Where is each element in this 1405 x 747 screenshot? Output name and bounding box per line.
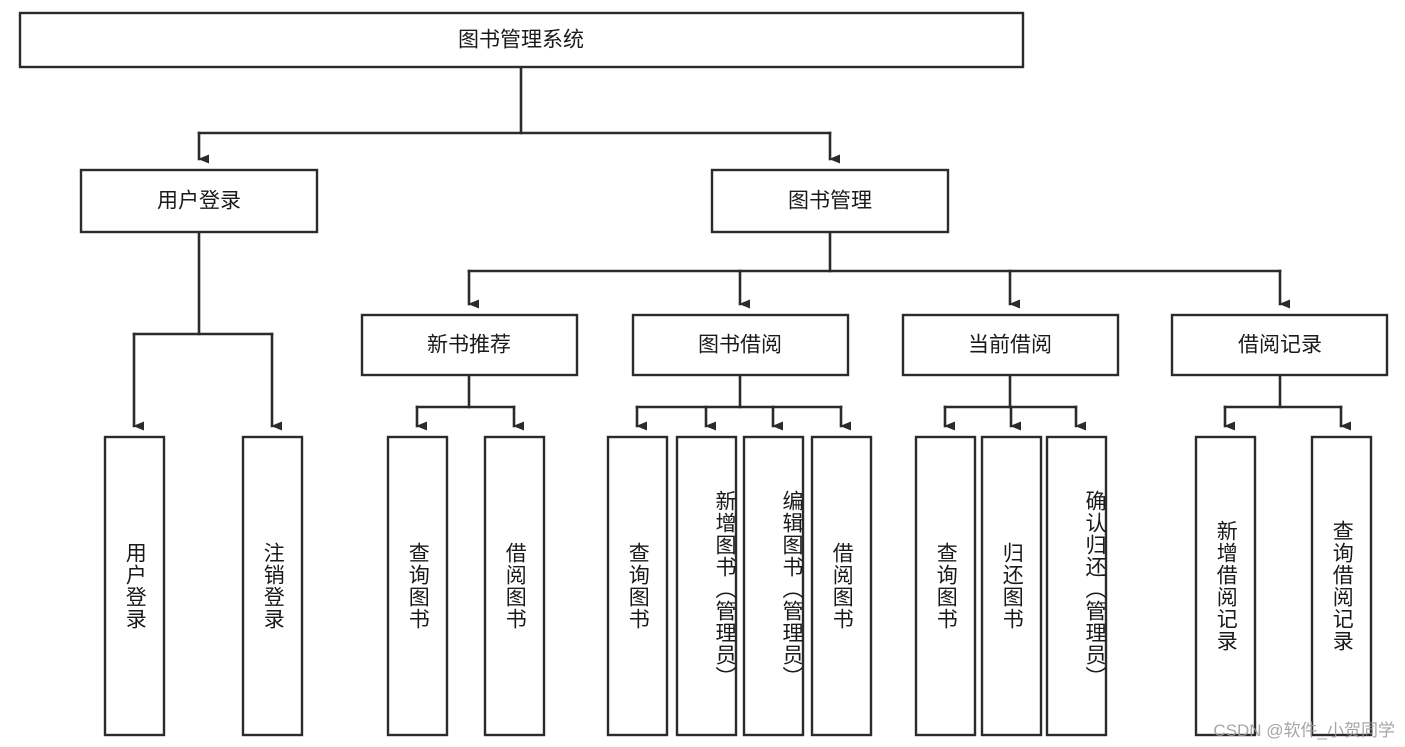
leaf-query-book-3-rect[interactable] xyxy=(914,435,977,737)
connector-group-root xyxy=(197,65,840,164)
leaf-borrow-book-2-rect[interactable] xyxy=(810,435,873,737)
leaf-query-record-rect[interactable] xyxy=(1310,435,1373,737)
node-book-manage-label: 图书管理 xyxy=(788,190,872,213)
leaf-add-book-rect[interactable] xyxy=(675,435,738,737)
leaf-rects-new-book-rec xyxy=(386,435,546,737)
node-book-borrow[interactable]: 图书借阅 xyxy=(631,313,850,377)
node-borrow-record-label: 借阅记录 xyxy=(1238,334,1322,357)
node-new-book-rec-label: 新书推荐 xyxy=(427,334,511,357)
node-root[interactable]: 图书管理系统 xyxy=(18,11,1025,69)
node-current-borrow-rect[interactable] xyxy=(901,313,1120,377)
node-book-manage[interactable]: 图书管理 xyxy=(710,168,950,234)
watermark-text: CSDN @软件_小贺同学 xyxy=(1213,721,1395,740)
connector-group-book-manage xyxy=(467,230,1290,309)
leaf-user-logout-rect[interactable] xyxy=(241,435,304,737)
node-user-login[interactable]: 用户登录 xyxy=(79,168,319,234)
node-book-borrow-label: 图书借阅 xyxy=(698,334,782,357)
node-root-rect[interactable] xyxy=(18,11,1025,69)
node-current-borrow[interactable]: 当前借阅 xyxy=(901,313,1120,377)
leaf-query-book-1-rect[interactable] xyxy=(386,435,449,737)
node-current-borrow-label: 当前借阅 xyxy=(968,334,1052,357)
leaf-user-login-rect[interactable] xyxy=(103,435,166,737)
node-new-book-rec[interactable]: 新书推荐 xyxy=(360,313,579,377)
node-book-borrow-rect[interactable] xyxy=(631,313,850,377)
leaf-borrow-book-1-rect[interactable] xyxy=(483,435,546,737)
leaf-rects-book-borrow xyxy=(606,435,873,737)
leaf-query-book-2-rect[interactable] xyxy=(606,435,669,737)
leaf-confirm-return-rect[interactable] xyxy=(1045,435,1108,737)
node-user-login-rect[interactable] xyxy=(79,168,319,234)
leaf-rects-borrow-record xyxy=(1194,435,1373,737)
connector-group-user-login xyxy=(132,230,282,431)
connector-group-book-borrow xyxy=(635,373,851,431)
node-borrow-record-rect[interactable] xyxy=(1170,313,1389,377)
node-user-login-label: 用户登录 xyxy=(157,190,241,213)
leaf-rects-current-borrow xyxy=(914,435,1108,737)
node-book-manage-rect[interactable] xyxy=(710,168,950,234)
connector-group-new-book-rec xyxy=(415,373,524,431)
leaf-add-record-rect[interactable] xyxy=(1194,435,1257,737)
node-borrow-record[interactable]: 借阅记录 xyxy=(1170,313,1389,377)
node-new-book-rec-rect[interactable] xyxy=(360,313,579,377)
node-root-label: 图书管理系统 xyxy=(458,29,584,52)
leaf-edit-book-rect[interactable] xyxy=(742,435,805,737)
connector-group-borrow-record xyxy=(1223,373,1351,431)
leaf-return-book-rect[interactable] xyxy=(980,435,1043,737)
connector-group-current-borrow xyxy=(943,373,1086,431)
leaf-rects-user-login xyxy=(103,435,304,737)
